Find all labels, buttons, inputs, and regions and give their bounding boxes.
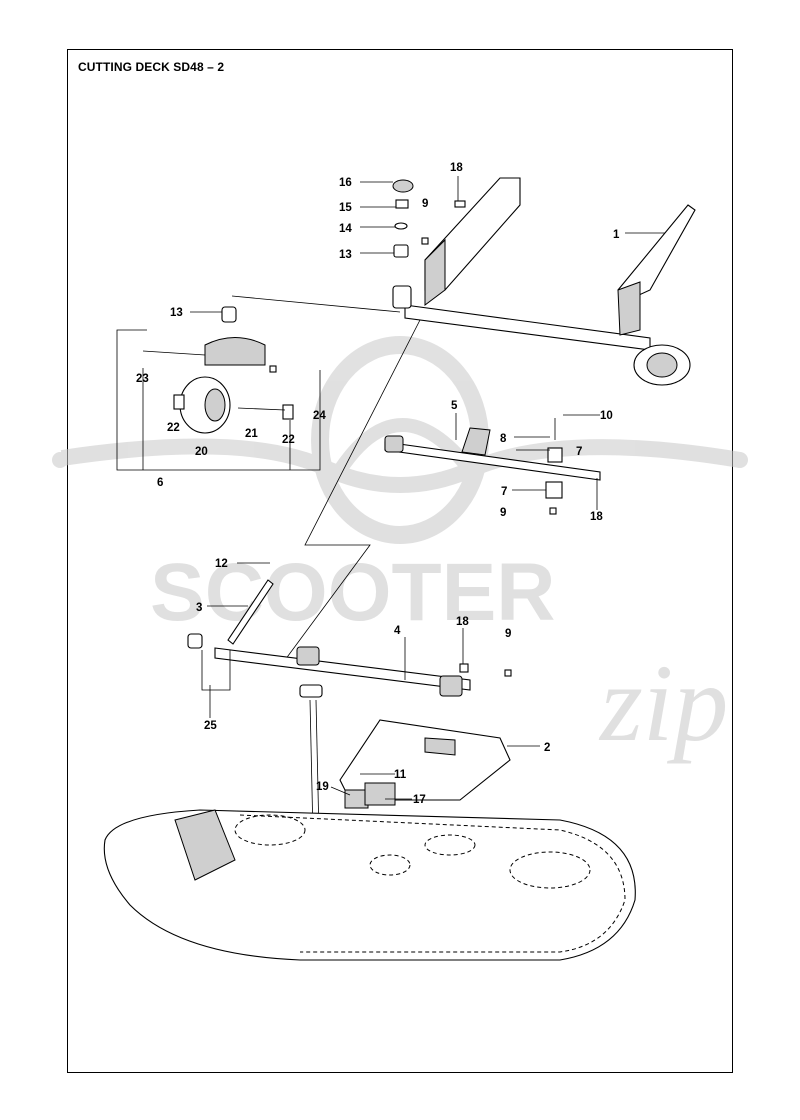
pivot-hardware-stack — [392, 179, 466, 258]
callout-13b: 13 — [339, 249, 352, 261]
callout-3: 3 — [196, 602, 202, 614]
callout-4: 4 — [394, 625, 401, 637]
lift-arm-assembly — [392, 177, 696, 386]
leader-lines — [142, 176, 665, 800]
callout-15: 15 — [339, 202, 352, 214]
callout-21: 21 — [245, 428, 258, 440]
callout-labels: 1 2 3 4 5 6 7 7 8 9 9 9 10 11 12 13 13 1… — [136, 162, 620, 806]
cutting-deck — [103, 809, 636, 961]
callout-9a: 9 — [422, 198, 428, 210]
diagram-frame — [67, 49, 733, 1073]
callout-18a: 18 — [450, 162, 463, 174]
callout-6: 6 — [157, 477, 163, 489]
mid-shaft-assembly — [384, 418, 601, 515]
callout-22a: 22 — [167, 422, 180, 434]
callout-19: 19 — [316, 781, 329, 793]
watermark-script: zip — [598, 642, 728, 764]
wheel-assembly — [116, 306, 321, 471]
callout-1: 1 — [613, 229, 620, 241]
watermark: SCOOTER zip — [52, 336, 748, 764]
lower-rod-assembly — [187, 579, 512, 881]
callout-22b: 22 — [282, 434, 295, 446]
callout-8: 8 — [500, 433, 507, 445]
callout-9c: 9 — [505, 628, 511, 640]
page-title: CUTTING DECK SD48 – 2 — [78, 60, 225, 74]
callout-16: 16 — [339, 177, 352, 189]
callout-17: 17 — [413, 794, 426, 806]
callout-10: 10 — [600, 410, 613, 422]
callout-5: 5 — [451, 400, 458, 412]
callout-14: 14 — [339, 223, 352, 235]
callout-2: 2 — [544, 742, 550, 754]
callout-18b: 18 — [590, 511, 603, 523]
assembly-connector — [284, 319, 421, 661]
callout-20: 20 — [195, 446, 208, 458]
callout-12: 12 — [215, 558, 228, 570]
callout-25: 25 — [204, 720, 217, 732]
callout-23: 23 — [136, 373, 149, 385]
deck-bracket — [339, 719, 511, 809]
callout-24: 24 — [313, 410, 326, 422]
callout-13a: 13 — [170, 307, 183, 319]
callout-7a: 7 — [576, 446, 582, 458]
watermark-brand: SCOOTER — [150, 547, 555, 638]
callout-18c: 18 — [456, 616, 469, 628]
callout-11: 11 — [394, 769, 407, 781]
callout-7b: 7 — [501, 486, 507, 498]
callout-9b: 9 — [500, 507, 506, 519]
